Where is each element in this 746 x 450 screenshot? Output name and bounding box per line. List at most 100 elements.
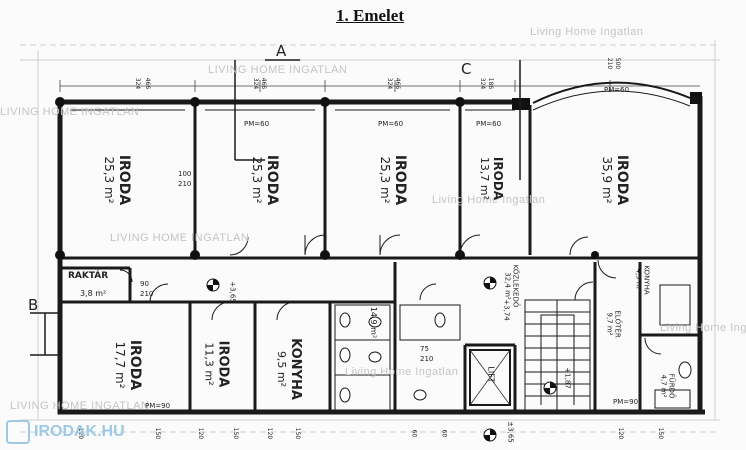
lobby-area: 9,7 m² bbox=[605, 312, 614, 336]
structural-columns bbox=[55, 92, 702, 260]
watermark-text: LIVING HOME INGATLAN bbox=[110, 232, 250, 244]
room-area: 13,7 m² bbox=[478, 156, 492, 201]
dimension-label: 466 bbox=[260, 77, 268, 90]
dimension-label: 120 bbox=[197, 427, 205, 440]
room-name: IRODA bbox=[614, 154, 631, 206]
room-area: 25,3 m² bbox=[102, 156, 117, 204]
small-kitchen-label: KONYHA 4,9 m² bbox=[635, 265, 651, 294]
dimension-label: 466 bbox=[394, 77, 402, 90]
outer-walls bbox=[57, 96, 705, 415]
interior-walls bbox=[60, 105, 700, 412]
lift-shaft bbox=[469, 349, 511, 406]
small-kitchen-area: 4,9 m² bbox=[634, 268, 643, 292]
parapet-label: PM=60 bbox=[378, 120, 404, 128]
level-label: +1,87 bbox=[563, 367, 572, 389]
parapet-label: PM=60 bbox=[244, 120, 270, 128]
bay-window-arc-inner bbox=[532, 90, 691, 111]
dimension-label: 60 bbox=[440, 429, 448, 438]
watermark-text: LIVING HOME INGATLAN bbox=[10, 400, 150, 412]
dimension-label: 150 bbox=[154, 427, 162, 440]
watermark-text: Living Home Ingatlan bbox=[345, 366, 459, 378]
door-size-label: 100 bbox=[178, 170, 192, 178]
room-office-7: IRODA 11,3 m² bbox=[202, 341, 230, 388]
dimension-label: 120 bbox=[266, 427, 274, 440]
axis-label-b: B bbox=[28, 296, 39, 314]
level-marker-4 bbox=[483, 428, 497, 442]
staircase bbox=[524, 299, 591, 411]
brand-logo: IRODAK.HU bbox=[6, 418, 125, 446]
parapet-label: PM=90 bbox=[145, 402, 171, 410]
door-size-label: 210 bbox=[140, 290, 154, 298]
room-kitchen: KONYHA 9,5 m² bbox=[275, 338, 303, 400]
door-size-label: 75 bbox=[420, 345, 429, 353]
room-area: 35,9 m² bbox=[600, 156, 615, 204]
wc-area-label: 14,9 m² bbox=[369, 306, 379, 339]
watermark-text: Living Home Ingatlan bbox=[432, 194, 546, 206]
room-office-2: IRODA 25,3 m² bbox=[250, 155, 280, 205]
level-label: +3,74 bbox=[502, 299, 511, 321]
room-name: IRODA bbox=[491, 156, 506, 201]
storage-area: 3,8 m² bbox=[80, 289, 107, 298]
room-area: 25,3 m² bbox=[378, 156, 393, 204]
storage-name: RAKTÁR bbox=[68, 271, 109, 281]
room-name: IRODA bbox=[264, 154, 281, 206]
level-marker-3 bbox=[543, 381, 557, 395]
bathroom-area: 4,7 m² bbox=[659, 374, 668, 398]
construction-lines bbox=[20, 40, 720, 433]
level-markers bbox=[206, 276, 557, 442]
dimension-label: 60 bbox=[410, 429, 418, 438]
axis-label-a: A bbox=[276, 42, 287, 60]
parapet-label: PM=90 bbox=[613, 398, 639, 406]
logo-text: IRODAK.HU bbox=[34, 423, 125, 440]
dimension-label: 466 bbox=[144, 77, 152, 90]
level-marker-2 bbox=[483, 276, 497, 290]
room-name: IRODA bbox=[127, 339, 144, 391]
lobby-name: ELŐTÉR bbox=[613, 310, 622, 338]
level-label: ±3,65 bbox=[506, 421, 515, 443]
room-office-1: IRODA 25,3 m² bbox=[102, 155, 132, 205]
section-markers bbox=[30, 59, 521, 356]
dimension-label: 120 bbox=[617, 427, 625, 440]
watermark-text: Living Home Ingatlan bbox=[660, 322, 746, 334]
room-name: IRODA bbox=[116, 154, 133, 206]
level-marker-1 bbox=[206, 278, 220, 292]
bay-window-arc bbox=[532, 81, 691, 104]
level-label: +3,65 bbox=[228, 281, 237, 303]
dimension-label: 500 bbox=[614, 57, 622, 70]
dimension-label: 324 bbox=[134, 77, 142, 90]
bathroom-name: FÜRDŐ bbox=[667, 373, 676, 399]
door-size-label: 210 bbox=[420, 355, 434, 363]
dimension-label: 150 bbox=[232, 427, 240, 440]
door-size-label: 210 bbox=[178, 180, 192, 188]
room-name: IRODA bbox=[392, 154, 409, 206]
logo-icon bbox=[6, 420, 30, 444]
corridor-name: KÖZLEKEDŐ bbox=[511, 264, 520, 308]
door-swings bbox=[119, 234, 662, 355]
watermark-text: LIVING HOME INGATLAN bbox=[0, 106, 140, 118]
dimension-label: 186 bbox=[487, 77, 495, 90]
small-kitchen-name: KONYHA bbox=[642, 265, 651, 295]
dimension-label: 150 bbox=[657, 427, 665, 440]
room-area: 11,3 m² bbox=[202, 342, 216, 386]
bathroom-label: FÜRDŐ 4,7 m² bbox=[659, 374, 675, 399]
parapet-label: PM=60 bbox=[476, 120, 502, 128]
parapet-label: PM=60 bbox=[604, 86, 630, 94]
floor-title: 1. Emelet bbox=[336, 6, 404, 25]
room-office-4: IRODA 13,7 m² bbox=[478, 157, 505, 200]
room-name: KONYHA bbox=[287, 338, 303, 400]
dimension-label: 324 bbox=[252, 77, 260, 90]
room-name: IRODA bbox=[215, 340, 231, 388]
dimension-label: 324 bbox=[386, 77, 394, 90]
room-office-3: IRODA 25,3 m² bbox=[378, 155, 408, 205]
room-office-5: IRODA 35,9 m² bbox=[600, 155, 630, 205]
lobby-label: ELŐTÉR 9,7 m² bbox=[606, 310, 622, 337]
room-office-6: IRODA 17,7 m² bbox=[113, 340, 143, 390]
dimension-label: 150 bbox=[294, 427, 302, 440]
dimension-label: 210 bbox=[606, 57, 614, 70]
room-area: 17,7 m² bbox=[113, 341, 128, 389]
door-size-label: 90 bbox=[140, 280, 149, 288]
room-area: 9,5 m² bbox=[274, 350, 288, 388]
watermark-text: LIVING HOME INGATLAN bbox=[208, 64, 348, 76]
